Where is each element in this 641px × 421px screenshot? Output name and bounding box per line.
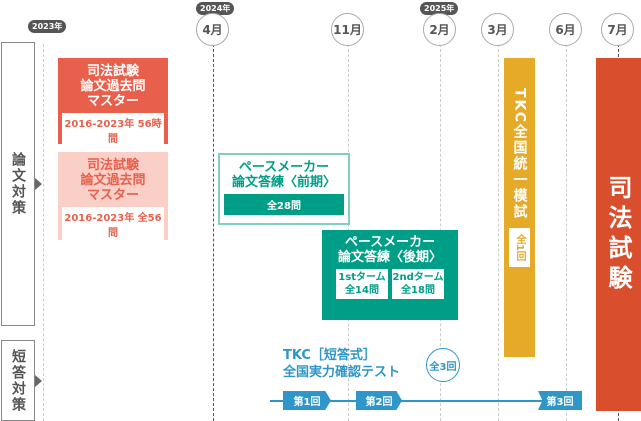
block-title: 論文答練〈後期〉	[337, 250, 442, 265]
term-2: 2ndターム全18問	[392, 269, 444, 299]
block-title: TKC全国統一模試	[511, 88, 528, 221]
round-3: 第3回	[538, 391, 582, 410]
month-mar: 3月	[481, 13, 514, 46]
gridline-mar	[498, 44, 499, 421]
block-sub: 全1回	[509, 228, 530, 268]
block-title: 司法試験	[86, 158, 139, 173]
month-feb: 2月	[423, 13, 456, 46]
block-title: 司法試験	[86, 64, 139, 79]
term-name: 1stターム	[338, 272, 386, 283]
month-jun: 6月	[549, 13, 582, 46]
rounds-connector	[270, 400, 550, 402]
month-apr: 4月	[196, 13, 229, 46]
month-nov: 11月	[331, 13, 364, 46]
term-name: 2ndターム	[392, 272, 444, 283]
block-title: マスター	[86, 94, 139, 109]
block-sub: 2016-2023年 全56問	[62, 207, 164, 241]
block-title: ペースメーカー	[344, 235, 436, 250]
round-2: 第2回	[356, 391, 402, 410]
pacemaker-late-block: ペースメーカー 論文答練〈後期〉 1stターム全14問 2ndターム全18問	[322, 230, 458, 320]
block-title: マスター	[86, 188, 139, 203]
pacemaker-early-block: ペースメーカー 論文答練〈前期〉 全28問	[218, 153, 350, 225]
month-jul: 7月	[601, 13, 634, 46]
short-test-title: TKC［短答式］ 全国実力確認テスト	[283, 347, 400, 381]
past-exam-master-block-2: 司法試験 論文過去問 マスター 2016-2023年 全56問	[58, 152, 168, 241]
round-1: 第1回	[283, 391, 331, 410]
tkc-mock-block: TKC全国統一模試 全1回	[504, 58, 535, 357]
gridline-apr	[213, 44, 214, 421]
block-title: 司法試験	[604, 174, 632, 295]
block-title: ペースメーカー	[238, 160, 330, 175]
gridline-jun	[566, 44, 567, 421]
gridline-2023	[43, 44, 44, 421]
block-sub: 2016-2023年 56時間	[62, 113, 164, 147]
term-count: 全18問	[401, 285, 435, 296]
total-rounds-badge: 全3回	[426, 348, 460, 382]
section-short: 短答対策	[1, 340, 42, 421]
title-line: 全国実力確認テスト	[283, 365, 401, 380]
bar-exam-block: 司法試験	[596, 58, 641, 411]
section-essay: 論文対策	[1, 42, 42, 326]
past-exam-master-block: 司法試験 論文過去問 マスター 2016-2023年 56時間	[58, 58, 168, 147]
block-title: 論文過去問	[80, 79, 146, 94]
year-2024: 2024年	[196, 2, 235, 15]
year-2025: 2025年	[420, 2, 459, 15]
block-title: 論文過去問	[80, 173, 146, 188]
block-sub: 全28問	[224, 194, 344, 215]
year-2023: 2023年	[28, 20, 67, 33]
title-line: TKC［短答式］	[283, 348, 376, 363]
term-1: 1stターム全14問	[336, 269, 388, 299]
term-count: 全14問	[345, 285, 379, 296]
block-title: 論文答練〈前期〉	[231, 175, 336, 190]
